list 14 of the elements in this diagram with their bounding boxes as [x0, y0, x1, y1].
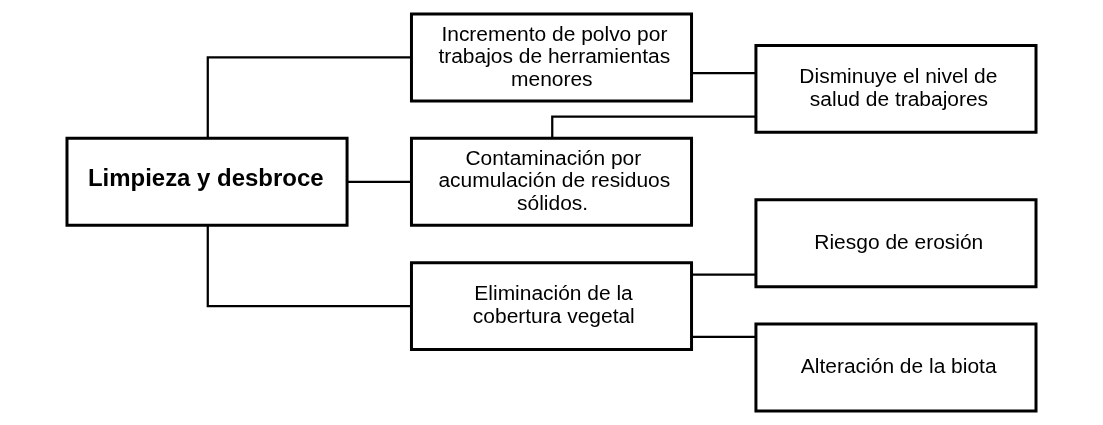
- connector: [691, 72, 756, 75]
- node-box: Alteración de la biota: [754, 322, 1038, 413]
- node-box: Limpieza y desbroce: [65, 136, 349, 227]
- connector: [347, 180, 411, 183]
- node-box: Riesgo de erosión: [754, 198, 1038, 289]
- node-box: Eliminación de la cobertura vegetal: [409, 261, 694, 352]
- connector: [206, 225, 412, 308]
- node-box: Incremento de polvo por trabajos de herramientas menores: [409, 12, 694, 103]
- connector: [551, 115, 756, 138]
- connector: [691, 335, 756, 338]
- node-box: Disminuye el nivel de salud de trabajores: [754, 44, 1038, 134]
- connector: [206, 56, 412, 139]
- node-box: Contaminación por acumulación de residuos sólidos.: [409, 136, 694, 227]
- connector: [691, 273, 756, 276]
